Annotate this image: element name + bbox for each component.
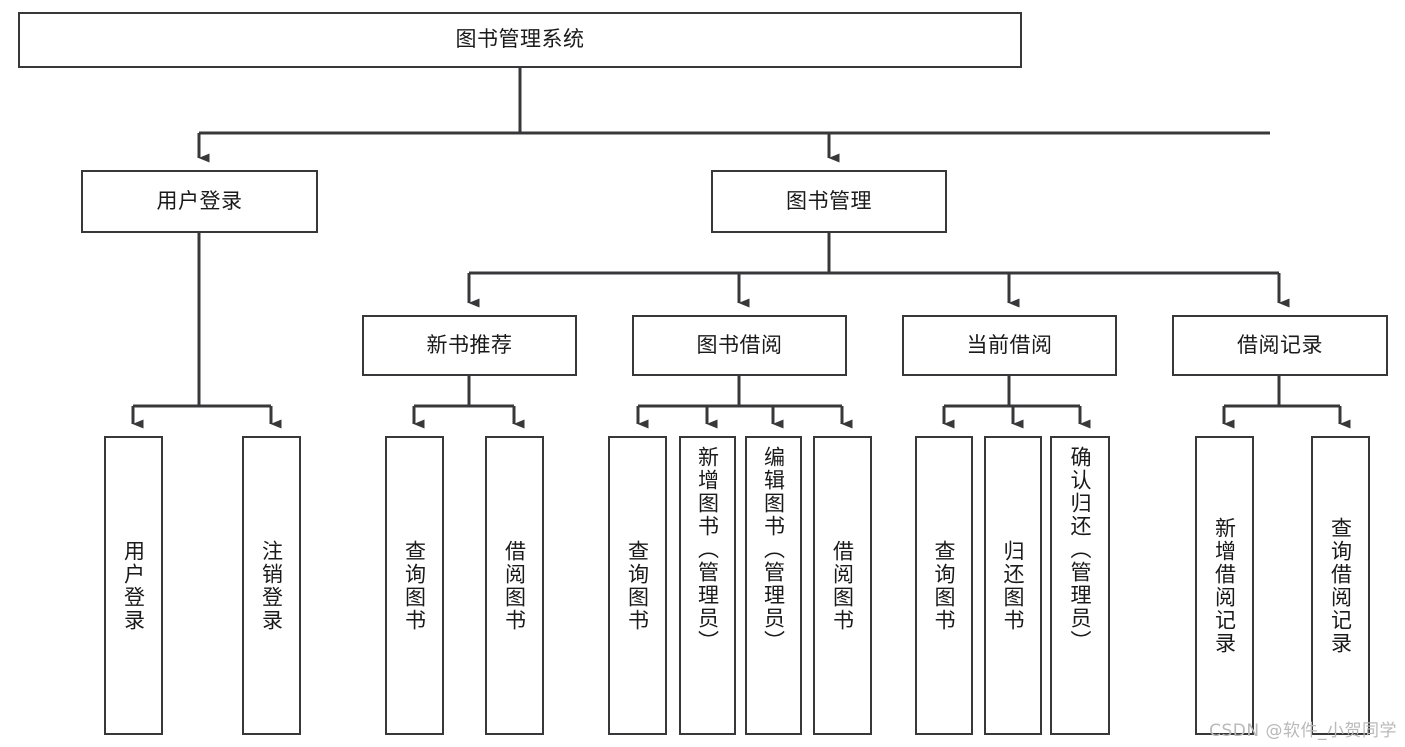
node-label: 查询借阅记录 — [1328, 516, 1353, 655]
node-leaf-user-login[interactable]: 用户登录 — [104, 436, 163, 735]
node-label: 注销登录 — [259, 539, 284, 632]
node-current-borrow[interactable]: 当前借阅 — [902, 315, 1117, 376]
node-leaf-add-book[interactable]: 新增图书（管理员） — [679, 436, 736, 735]
node-label: 借阅图书 — [830, 539, 855, 632]
node-label: 图书管理系统 — [455, 27, 585, 52]
node-leaf-borrow-book-1[interactable]: 借阅图书 — [485, 436, 544, 735]
node-root-system[interactable]: 图书管理系统 — [18, 12, 1022, 68]
node-borrow-record[interactable]: 借阅记录 — [1172, 315, 1388, 376]
node-label: 编辑图书（管理员） — [761, 446, 786, 653]
node-label: 确认归还（管理员） — [1068, 446, 1093, 653]
node-label: 用户登录 — [156, 188, 243, 213]
node-label: 图书借阅 — [696, 332, 783, 357]
node-leaf-return-book[interactable]: 归还图书 — [984, 436, 1042, 735]
node-label: 新书推荐 — [426, 332, 513, 357]
node-new-book-recommend[interactable]: 新书推荐 — [362, 315, 577, 376]
node-label: 新增借阅记录 — [1212, 516, 1237, 655]
node-leaf-confirm-return[interactable]: 确认归还（管理员） — [1050, 436, 1110, 735]
node-label: 借阅图书 — [502, 539, 527, 632]
node-label: 当前借阅 — [966, 332, 1053, 357]
node-label: 归还图书 — [1001, 539, 1026, 632]
node-label: 查询图书 — [932, 539, 957, 632]
node-leaf-query-book-2[interactable]: 查询图书 — [608, 436, 667, 735]
node-label: 新增图书（管理员） — [695, 446, 720, 653]
node-leaf-edit-book[interactable]: 编辑图书（管理员） — [745, 436, 802, 735]
node-label: 查询图书 — [402, 539, 427, 632]
node-book-management[interactable]: 图书管理 — [711, 170, 947, 233]
node-leaf-query-record[interactable]: 查询借阅记录 — [1311, 436, 1370, 735]
node-label: 用户登录 — [121, 539, 146, 632]
node-leaf-logout-login[interactable]: 注销登录 — [242, 436, 301, 735]
node-leaf-borrow-book-2[interactable]: 借阅图书 — [813, 436, 872, 735]
node-leaf-query-book-1[interactable]: 查询图书 — [385, 436, 444, 735]
node-label: 查询图书 — [625, 539, 650, 632]
node-leaf-query-book-3[interactable]: 查询图书 — [915, 436, 973, 735]
node-user-login[interactable]: 用户登录 — [81, 170, 318, 233]
node-book-borrow[interactable]: 图书借阅 — [632, 315, 847, 376]
node-label: 图书管理 — [786, 188, 872, 213]
node-label: 借阅记录 — [1237, 332, 1323, 357]
node-leaf-add-record[interactable]: 新增借阅记录 — [1195, 436, 1254, 735]
